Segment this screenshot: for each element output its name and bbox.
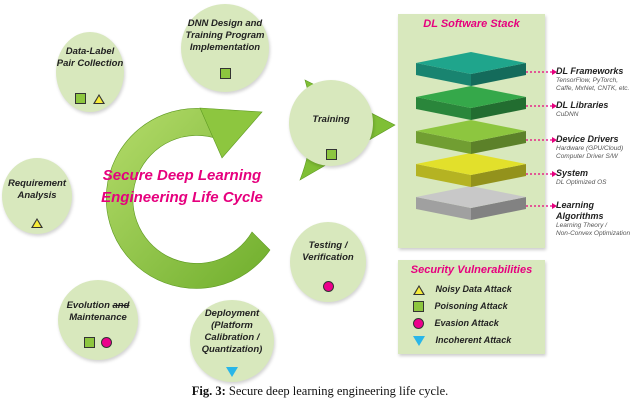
vulnerability-evasion: Evasion Attack (412, 318, 499, 330)
security-vulnerabilities-panel: Security Vulnerabilities Noisy Data Atta… (398, 260, 545, 354)
stack-label-sub: Caffe, MxNet, CNTK, etc. (556, 85, 630, 92)
phase-label-line: Maintenance (69, 312, 127, 323)
stack-label-dl-libraries: DL Libraries CuDNN (556, 100, 608, 119)
phase-label-word: and (112, 300, 130, 311)
stack-label-sub: TensorFlow, PyTorch, (556, 77, 619, 84)
phase-deployment: Deployment (Platform Calibration / Quant… (190, 300, 274, 382)
green-square-icon (83, 337, 95, 349)
stack-label-sub: DL Optimized OS (556, 179, 607, 186)
stack-layer-side (416, 131, 471, 154)
phase-label-line: Data-Label (65, 46, 115, 57)
magenta-circle-icon (322, 281, 334, 293)
phase-label-line: Analysis (17, 190, 57, 201)
stack-leader-arrow (552, 69, 557, 75)
phase-label-line: Pair Collection (56, 58, 124, 69)
vulnerability-noisy-data: Noisy Data Attack (412, 284, 512, 295)
magenta-circle-icon (413, 318, 424, 330)
stack-label-dl-frameworks: DL Frameworks TensorFlow, PyTorch, Caffe… (556, 66, 629, 93)
yellow-triangle-icon (31, 217, 43, 228)
stack-layer-top (416, 52, 526, 74)
phase-requirement-analysis: Requirement Analysis (2, 158, 72, 234)
center-title-line-2: Engineering Life Cycle (101, 189, 263, 206)
phase-label-line: Evolution and (58, 300, 138, 312)
phase-label-line: (Platform (211, 320, 253, 331)
stack-label-main: Learning Algorithms (556, 200, 604, 221)
stack-layer-side (471, 197, 526, 220)
cyan-down-triangle-icon (413, 335, 425, 346)
figure-number: Fig. 3: (191, 384, 226, 398)
vulnerability-incoherent: Incoherent Attack (412, 335, 511, 346)
phase-label-line: Deployment (204, 308, 260, 319)
stack-layer-top (416, 186, 526, 208)
cycle-arrowhead (199, 107, 263, 159)
phase-label-line: Implementation (189, 42, 261, 53)
cycle-ring (105, 108, 271, 289)
stack-leader-arrow (552, 103, 557, 109)
phase-label-line: Training (312, 114, 350, 125)
green-square-icon (325, 149, 337, 161)
stack-layer-side (471, 97, 526, 120)
vulnerability-poisoning: Poisoning Attack (412, 301, 508, 313)
phase-training: Training (289, 80, 373, 166)
stack-layer-side (471, 63, 526, 86)
stack-label-device-drivers: Device Drivers Hardware (GPU/Cloud) Comp… (556, 134, 623, 161)
vulnerability-label: Incoherent Attack (435, 335, 512, 345)
stack-leader-arrow (552, 137, 557, 143)
vulnerabilities-title: Security Vulnerabilities (410, 264, 533, 276)
stack-layer-side (416, 164, 471, 187)
stack-layer-top (416, 153, 526, 175)
stack-layer-side (416, 97, 471, 120)
magenta-circle-icon (101, 337, 113, 349)
stack-leader-arrow (552, 171, 557, 177)
phase-data-label-pair-collection: Data-Label Pair Collection (56, 32, 124, 112)
cyan-down-triangle-icon (226, 367, 238, 377)
stack-label-learning-algorithms: Learning Algorithms Learning Theory / No… (556, 200, 640, 238)
stack-label-system: System DL Optimized OS (556, 168, 606, 187)
phase-dnn-design: DNN Design and Training Program Implemen… (181, 4, 269, 92)
vulnerability-label: Noisy Data Attack (435, 284, 512, 294)
stack-leader-arrow (552, 203, 557, 209)
center-title: Secure Deep Learning Engineering Life Cy… (82, 165, 282, 209)
stack-label-sub: Computer Driver S/W (556, 153, 618, 160)
phase-label-line: Quantization) (201, 344, 263, 355)
stack-layer-side (471, 164, 526, 187)
yellow-triangle-icon (92, 93, 105, 104)
stack-label-main: DL Frameworks (556, 66, 624, 76)
stack-label-sub: Learning Theory / (556, 222, 607, 229)
green-square-icon (413, 301, 424, 313)
stack-layer-side (416, 197, 471, 220)
stack-layer-top (416, 120, 526, 142)
vulnerability-label: Evasion Attack (434, 318, 499, 328)
center-title-line-1: Secure Deep Learning (102, 167, 262, 184)
phase-label-line: DNN Design and (187, 18, 263, 29)
phase-label-line: Calibration / (204, 332, 260, 343)
stack-layer-side (471, 131, 526, 154)
stack-layer-top (416, 86, 526, 108)
stack-label-main: DL Libraries (556, 100, 609, 110)
stack-title: DL Software Stack (423, 18, 520, 30)
yellow-triangle-icon (413, 284, 425, 295)
phase-label-line: Training Program (185, 30, 265, 41)
stack-label-main: System (556, 168, 589, 178)
stack-layer-side (416, 63, 471, 86)
phase-label-line: Testing / (308, 240, 348, 251)
figure-caption: Fig. 3: Secure deep learning engineering… (0, 384, 640, 399)
phase-label-word: Evolution (66, 300, 113, 311)
phase-testing-verification: Testing / Verification (290, 222, 366, 302)
phase-label-line: Verification (302, 252, 354, 263)
phase-evolution-maintenance: Evolution and Maintenance (58, 280, 138, 360)
phase-label-line: Requirement (7, 178, 67, 189)
vulnerability-label: Poisoning Attack (434, 301, 508, 311)
caption-text: Secure deep learning engineering life cy… (225, 384, 449, 398)
green-square-icon (75, 93, 87, 105)
stack-label-sub: Non-Convex Optimization (556, 230, 631, 237)
stack-label-main: Device Drivers (556, 134, 619, 144)
stack-label-sub: Hardware (GPU/Cloud) (556, 145, 624, 152)
stack-label-sub: CuDNN (556, 111, 579, 118)
green-square-icon (219, 68, 231, 80)
